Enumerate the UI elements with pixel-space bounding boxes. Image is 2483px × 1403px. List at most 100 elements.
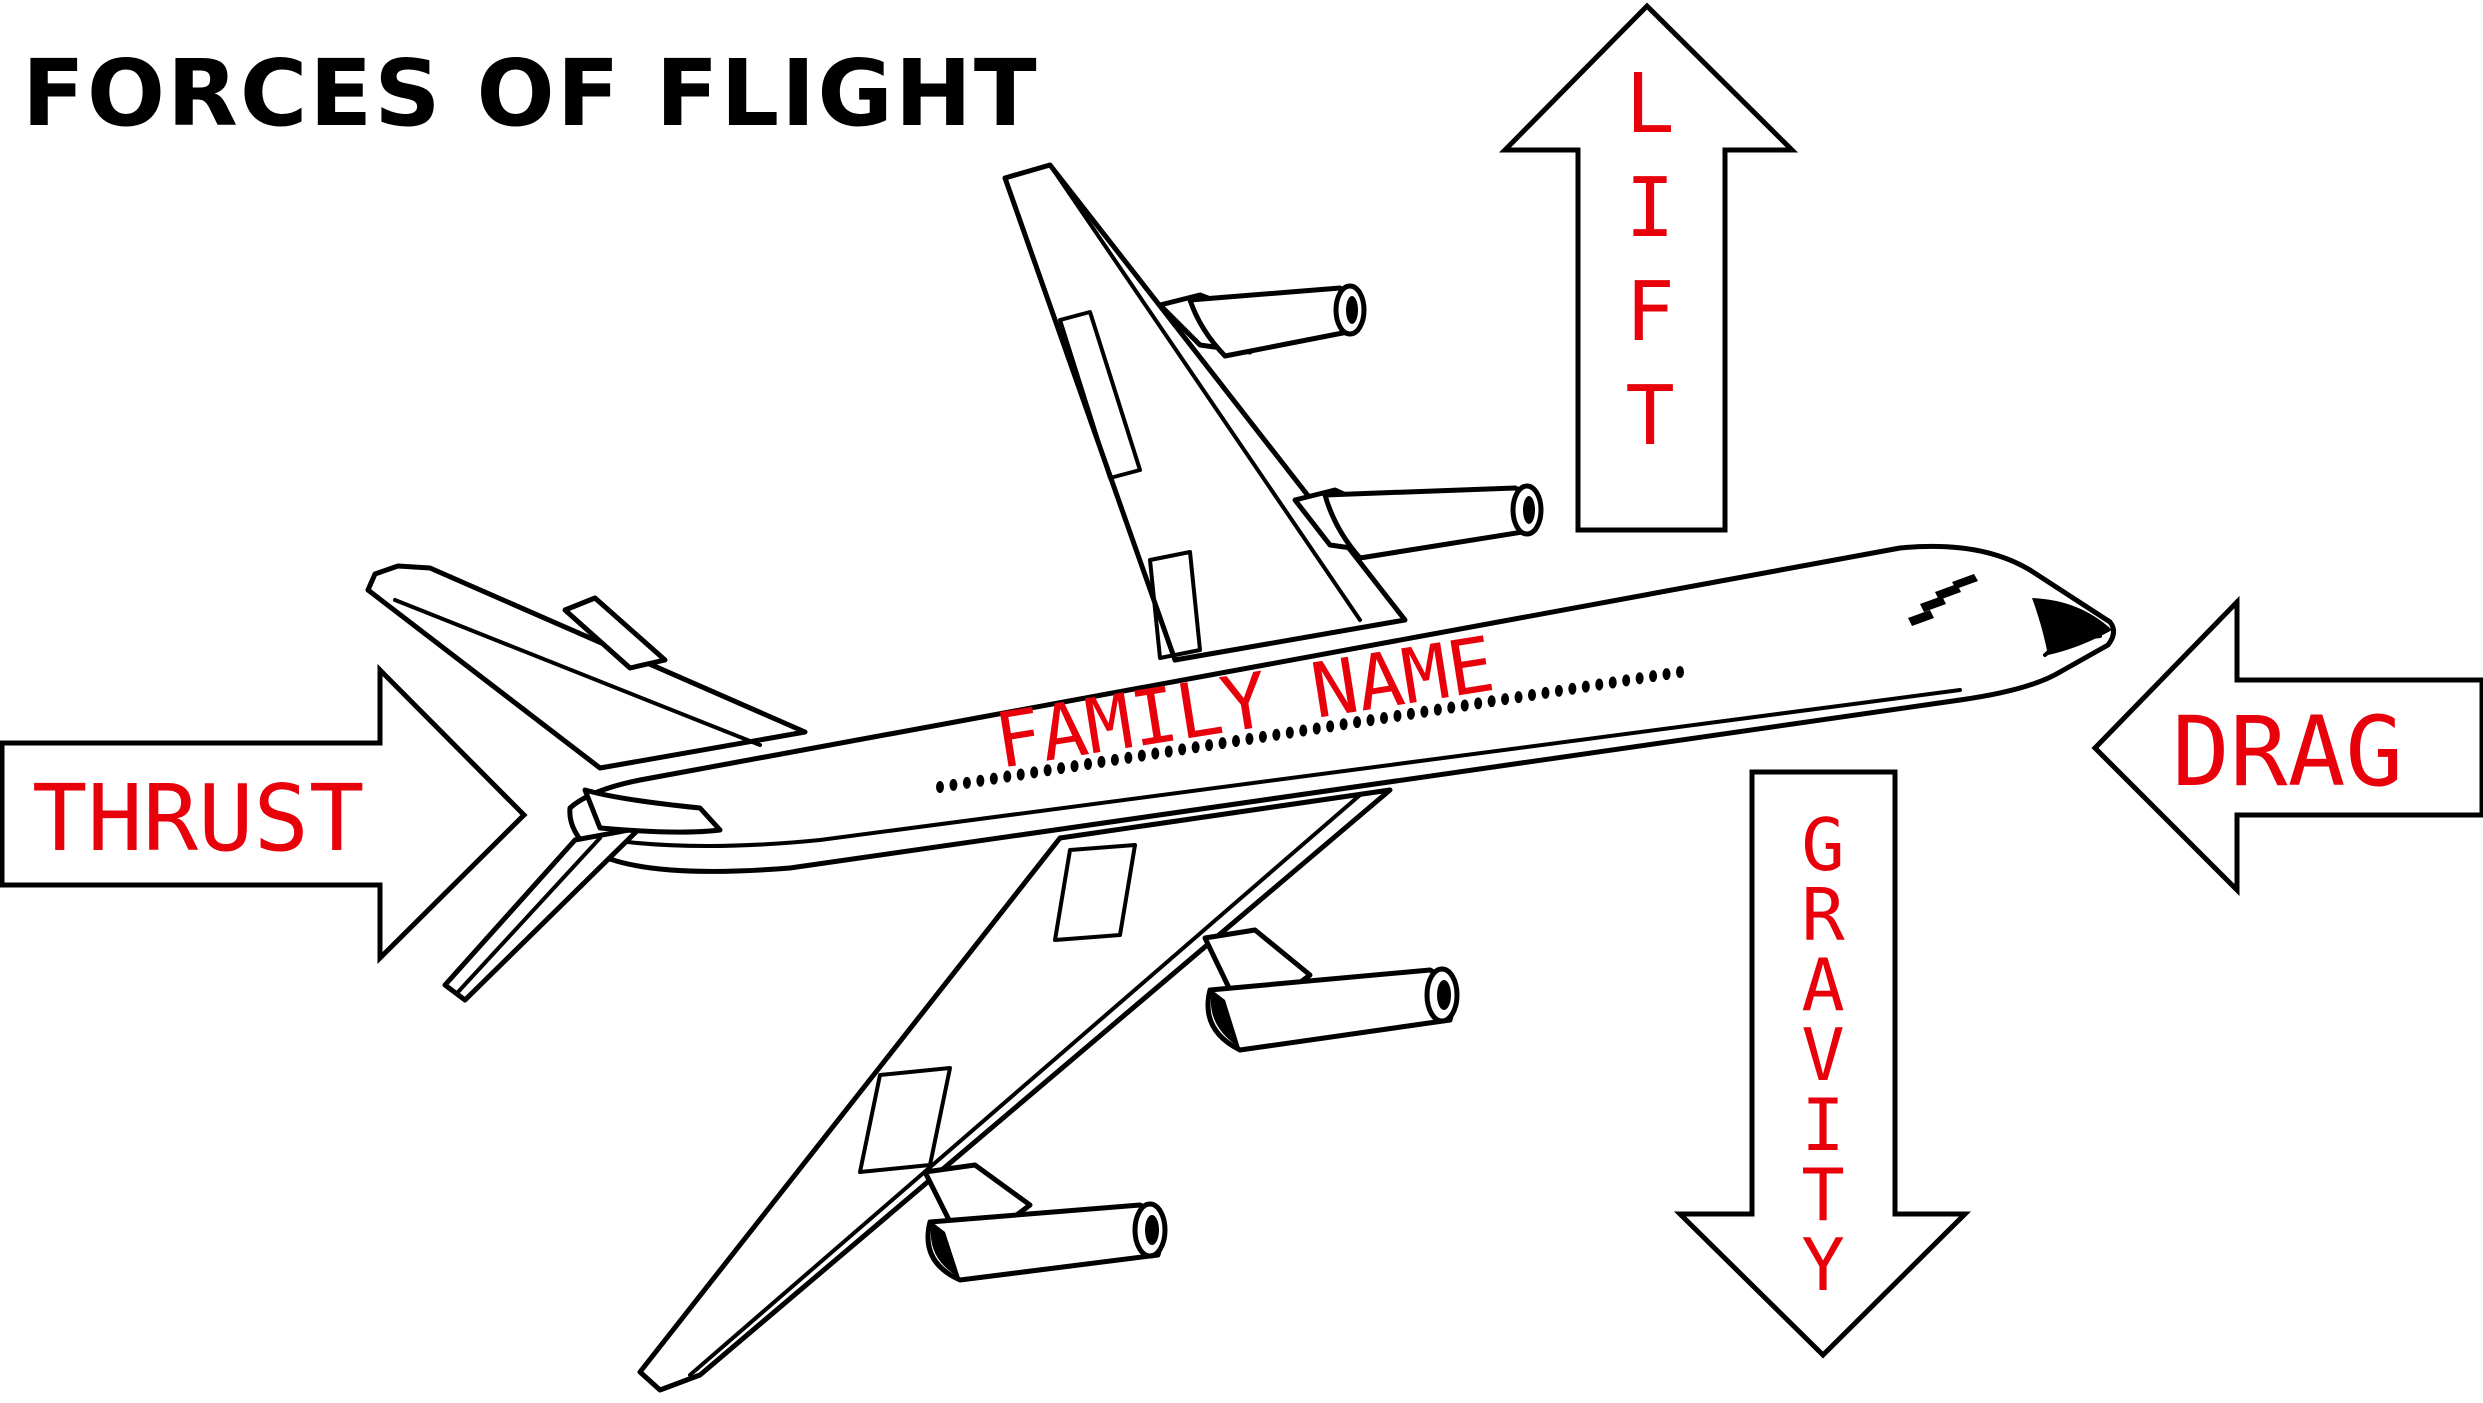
passenger-window <box>1164 745 1173 758</box>
passenger-window <box>1097 755 1106 768</box>
passenger-window <box>1514 691 1523 704</box>
passenger-window <box>962 776 971 789</box>
passenger-window <box>1393 709 1402 722</box>
passenger-window <box>1528 689 1536 701</box>
airplane-illustration: FAMILY NAME <box>365 162 2116 1393</box>
wing-lower-flap-1 <box>1053 843 1137 942</box>
passenger-window <box>1285 726 1294 739</box>
letter: R <box>1801 873 1845 957</box>
passenger-window <box>1218 737 1227 750</box>
passenger-window <box>1581 680 1590 693</box>
cockpit-windows <box>1908 574 1978 626</box>
passenger-window <box>1635 672 1644 685</box>
passenger-window <box>1043 764 1052 777</box>
tail-winglet <box>562 595 668 671</box>
passenger-window <box>1070 760 1079 773</box>
passenger-window <box>1406 707 1415 720</box>
passenger-window <box>1649 670 1658 683</box>
passenger-window <box>1258 730 1267 743</box>
thrust-arrow: THRUST <box>0 663 528 965</box>
passenger-window <box>949 778 958 791</box>
passenger-window <box>1016 768 1025 781</box>
passenger-window <box>1595 678 1604 691</box>
engine-lower-inner <box>1202 927 1460 1053</box>
passenger-window <box>1339 718 1348 731</box>
engine-upper-outer <box>1157 283 1367 359</box>
passenger-window <box>1568 682 1577 695</box>
passenger-window <box>1487 695 1496 708</box>
letter: I <box>1625 161 1674 256</box>
engine-lower-outer <box>922 1162 1168 1283</box>
thrust-label: THRUST <box>32 765 364 872</box>
diagram-title: FORCES OF FLIGHT <box>22 40 1039 147</box>
passenger-window <box>1501 693 1510 706</box>
letter: I <box>1801 1083 1844 1167</box>
wing-upper-edge <box>1048 163 1362 622</box>
passenger-window <box>1380 712 1388 724</box>
passenger-window <box>1057 762 1066 775</box>
tail-fin <box>582 787 723 835</box>
passenger-window <box>936 781 944 793</box>
passenger-window <box>1554 684 1563 697</box>
passenger-window <box>989 772 998 785</box>
passenger-window <box>1003 770 1012 783</box>
passenger-window <box>1245 732 1254 745</box>
letter: A <box>1801 943 1844 1027</box>
passenger-window <box>1541 686 1550 699</box>
passenger-window <box>1137 749 1146 762</box>
passenger-window <box>976 774 985 787</box>
passenger-window <box>1272 728 1281 741</box>
drag-label: DRAG <box>2172 696 2403 808</box>
letter: V <box>1801 1013 1844 1097</box>
passenger-window <box>1447 701 1456 714</box>
drag-arrow: DRAG <box>2091 595 2483 897</box>
wing-upper <box>1002 162 1408 663</box>
wing-lower-flap-2 <box>858 1066 952 1174</box>
engine-upper-inner <box>1292 483 1544 561</box>
passenger-window <box>1312 722 1321 735</box>
wing-lower-edge <box>688 793 1362 1377</box>
fuselage-belly-line <box>608 688 1962 848</box>
passenger-window <box>1205 739 1214 752</box>
passenger-window <box>1151 747 1160 760</box>
passenger-window <box>1124 751 1133 764</box>
passenger-window <box>1474 697 1483 710</box>
passenger-window <box>1299 724 1308 737</box>
nose-cone <box>2032 598 2112 655</box>
passenger-window <box>1676 666 1684 678</box>
letter: T <box>1801 1153 1844 1237</box>
wing-upper-flap-2 <box>1148 550 1202 660</box>
wing-lower <box>637 787 1393 1393</box>
passenger-window <box>1191 741 1200 754</box>
passenger-window <box>1030 766 1039 779</box>
letter: Y <box>1801 1223 1844 1307</box>
passenger-window <box>1110 753 1119 766</box>
passenger-window <box>1084 758 1092 770</box>
nose-line <box>2043 634 2102 657</box>
passenger-window <box>1608 676 1617 689</box>
passenger-window <box>1326 720 1335 733</box>
passenger-window <box>1622 674 1631 687</box>
wing-upper-flap-1 <box>1058 310 1142 480</box>
passenger-window <box>1433 703 1442 716</box>
passenger-window <box>1353 716 1362 729</box>
passenger-window <box>1178 743 1187 756</box>
letter: L <box>1625 57 1674 152</box>
passenger-window <box>1662 668 1671 681</box>
letter: T <box>1625 369 1674 464</box>
passenger-window <box>1460 699 1469 712</box>
letter: G <box>1801 803 1844 887</box>
passenger-windows <box>936 666 1684 793</box>
passenger-window <box>1420 705 1429 718</box>
passenger-window <box>1366 714 1375 727</box>
tail-stabilizer-lower <box>442 825 643 1003</box>
passenger-window <box>1232 735 1240 747</box>
tail-stabilizer-upper-detail <box>393 598 762 747</box>
